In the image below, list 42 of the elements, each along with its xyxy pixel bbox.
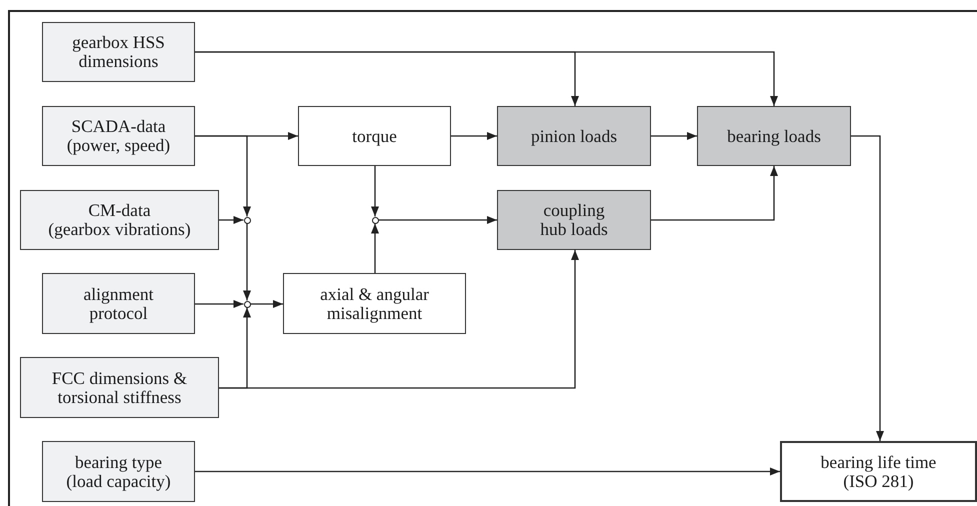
input-box <box>42 106 195 166</box>
box-label: alignment protocol <box>82 284 154 322</box>
input-box <box>42 441 195 502</box>
input-box <box>20 190 219 250</box>
arrow <box>195 300 244 308</box>
process-box <box>298 106 451 166</box>
arrow <box>451 132 497 140</box>
arrow <box>851 135 884 441</box>
box-label: pinion loads <box>530 126 618 146</box>
result-box <box>780 441 977 502</box>
arrow <box>651 132 697 140</box>
arrow <box>250 300 283 308</box>
arrow <box>378 216 497 224</box>
box-label: FCC dimensions & torsional stiffness <box>50 368 188 406</box>
process-box <box>497 106 651 166</box>
box-label: CM-data (gearbox vibrations) <box>48 201 191 239</box>
arrow <box>651 166 778 221</box>
arrow <box>195 468 780 476</box>
arrow <box>371 224 379 273</box>
input-box <box>42 22 195 82</box>
box-label: torque <box>352 126 397 146</box>
box-label: coupling hub loads <box>539 201 609 239</box>
box-label: SCADA-data (power, speed) <box>66 117 170 155</box>
input-box <box>20 357 219 418</box>
arrow <box>371 166 379 216</box>
arrow <box>243 224 251 300</box>
box-label: bearing life time (ISO 281) <box>820 452 936 490</box>
process-box <box>497 190 651 250</box>
junction-circle <box>244 216 250 224</box>
input-box <box>42 273 195 334</box>
box-label: bearing loads <box>727 126 821 146</box>
arrow <box>195 135 251 216</box>
arrow <box>195 51 778 106</box>
box-label: bearing type (load capacity) <box>66 452 171 490</box>
box-label: axial & angular misalignment <box>319 284 430 322</box>
box-label: gearbox HSS dimensions <box>71 33 166 71</box>
junction-circle <box>372 216 378 224</box>
arrow <box>219 216 244 224</box>
process-box <box>697 106 851 166</box>
arrow <box>219 250 579 389</box>
junction-circle <box>244 300 250 308</box>
process-box <box>283 273 466 334</box>
